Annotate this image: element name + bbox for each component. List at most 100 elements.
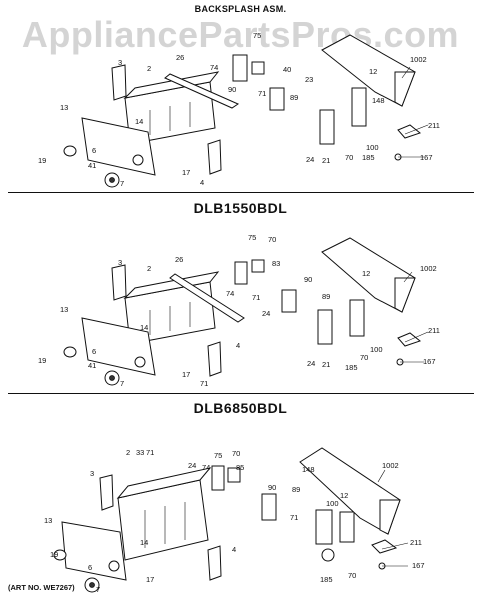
end-cap-right xyxy=(207,341,222,377)
part-callout-70: 70 xyxy=(348,571,356,580)
part-callout-12: 12 xyxy=(369,67,377,76)
part-callout-2: 2 xyxy=(147,264,151,273)
part-callout-74: 74 xyxy=(202,463,210,472)
part-callout-148: 148 xyxy=(372,96,385,105)
part-callout-7: 7 xyxy=(120,179,124,188)
rear-housing-end xyxy=(394,277,416,313)
switch-83 xyxy=(251,259,265,273)
part-callout-12: 12 xyxy=(340,491,348,500)
timer-dial-icon xyxy=(108,560,120,572)
part-callout-24: 24 xyxy=(262,309,270,318)
part-callout-185: 185 xyxy=(362,153,375,162)
timer-dial-icon xyxy=(134,356,146,368)
part-callout-13: 13 xyxy=(60,103,68,112)
timer-block xyxy=(339,511,355,543)
clip-211 xyxy=(397,124,422,139)
part-callout-4: 4 xyxy=(236,341,240,350)
backsplash-top xyxy=(123,271,220,299)
part-callout-6: 6 xyxy=(92,146,96,155)
part-callout-14: 14 xyxy=(140,323,148,332)
section-1-drawing xyxy=(63,237,429,386)
timer-21 xyxy=(317,309,333,345)
part-callout-7: 7 xyxy=(96,585,100,594)
part-callout-75: 75 xyxy=(253,31,261,40)
part-callout-4: 4 xyxy=(232,545,236,554)
section-0-drawing xyxy=(63,34,429,188)
part-callout-211: 211 xyxy=(428,121,440,130)
part-callout-167: 167 xyxy=(412,561,425,570)
part-callouts: 1002121481002111671857021248923407190757… xyxy=(38,31,440,594)
part-callout-70: 70 xyxy=(345,153,353,162)
part-callout-71: 71 xyxy=(258,89,266,98)
part-callout-75: 75 xyxy=(248,233,256,242)
part-callout-19: 19 xyxy=(38,356,46,365)
part-callout-89: 89 xyxy=(292,485,300,494)
part-callout-74: 74 xyxy=(226,289,234,298)
part-callout-7: 7 xyxy=(120,379,124,388)
capacitor-100 xyxy=(351,87,367,127)
part-callout-1002: 1002 xyxy=(420,264,437,273)
part-callout-6: 6 xyxy=(92,347,96,356)
part-callout-89: 89 xyxy=(322,292,330,301)
part-callout-3: 3 xyxy=(118,58,122,67)
model-heading-dlb1550bdl: DLB1550BDL xyxy=(193,200,288,216)
rear-housing-end xyxy=(379,499,401,535)
capacitor-100 xyxy=(349,299,365,337)
part-callout-13: 13 xyxy=(60,305,68,314)
clip-211 xyxy=(371,539,398,554)
part-callout-21: 21 xyxy=(322,156,330,165)
part-callout-100: 100 xyxy=(366,143,379,152)
part-callout-17: 17 xyxy=(146,575,154,584)
backsplash-top xyxy=(123,71,220,99)
part-callout-167: 167 xyxy=(423,357,436,366)
part-callout-41: 41 xyxy=(88,361,96,370)
terminal-block-23 xyxy=(269,87,285,111)
timer-dial-icon xyxy=(132,154,144,166)
part-callout-40: 40 xyxy=(283,65,291,74)
part-callout-26: 26 xyxy=(175,255,183,264)
part-callout-17: 17 xyxy=(182,168,190,177)
end-cap-left xyxy=(99,474,114,511)
part-callout-71: 71 xyxy=(290,513,298,522)
part-callout-90: 90 xyxy=(304,275,312,284)
part-callout-19: 19 xyxy=(50,550,58,559)
part-callout-167: 167 xyxy=(420,153,433,162)
end-cap-left xyxy=(111,264,127,301)
part-callout-71: 71 xyxy=(200,379,208,388)
end-cap-right xyxy=(207,545,222,581)
part-callout-75: 75 xyxy=(214,451,222,460)
part-callout-21: 21 xyxy=(322,360,330,369)
part-callout-26: 26 xyxy=(176,53,184,62)
section-divider xyxy=(8,393,474,394)
knob-19 xyxy=(63,346,77,358)
part-callout-90: 90 xyxy=(228,85,236,94)
part-callout-3: 3 xyxy=(118,258,122,267)
part-callout-14: 14 xyxy=(135,117,143,126)
control-panel xyxy=(61,521,127,581)
part-callout-24: 24 xyxy=(188,461,196,470)
model-heading-dlb6850bdl: DLB6850BDL xyxy=(193,400,288,416)
trim-strip xyxy=(164,73,240,109)
part-callout-6: 6 xyxy=(88,563,92,572)
bracket-74 xyxy=(234,261,248,285)
part-callout-41: 41 xyxy=(88,161,96,170)
part-callout-89: 89 xyxy=(290,93,298,102)
part-callout-24: 24 xyxy=(306,155,314,164)
part-callout-211: 211 xyxy=(428,326,440,335)
switch-40 xyxy=(251,61,265,75)
knob-19 xyxy=(63,145,77,157)
timer-21 xyxy=(319,109,335,145)
part-callout-1002: 1002 xyxy=(410,55,427,64)
part-callout-19: 19 xyxy=(38,156,46,165)
clip-211 xyxy=(397,332,422,347)
end-cap-left xyxy=(111,64,127,101)
part-callout-100: 100 xyxy=(370,345,383,354)
motor-185 xyxy=(321,548,335,562)
part-callout-148: 148 xyxy=(302,465,315,474)
part-callout-23: 23 xyxy=(305,75,313,84)
part-callout-1002: 1002 xyxy=(382,461,399,470)
part-callout-17: 17 xyxy=(182,370,190,379)
part-callout-83: 83 xyxy=(272,259,280,268)
part-callout-100: 100 xyxy=(326,499,339,508)
